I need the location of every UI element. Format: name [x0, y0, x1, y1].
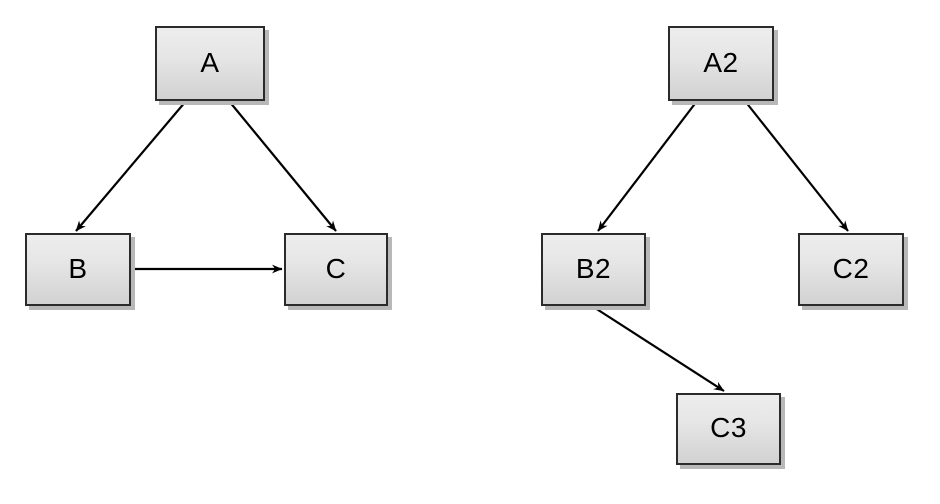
node-label: A2	[703, 46, 739, 78]
node-c[interactable]: C	[284, 233, 388, 306]
node-label: C3	[710, 412, 747, 443]
node-label: A	[200, 46, 220, 78]
node-b[interactable]: B	[25, 233, 131, 306]
node-label: C	[325, 252, 347, 284]
node-a[interactable]: A	[155, 26, 265, 101]
edge-a2-to-b2	[597, 100, 698, 232]
edge-b2-to-c3	[591, 305, 725, 392]
edge-a-to-b	[75, 100, 187, 232]
edge-a-to-c	[228, 100, 337, 232]
edge-group	[75, 100, 849, 392]
node-label: B	[68, 252, 88, 284]
node-c3[interactable]: C3	[676, 393, 781, 465]
node-a2[interactable]: A2	[668, 26, 774, 101]
node-label: B2	[575, 252, 612, 284]
node-b2[interactable]: B2	[541, 233, 646, 306]
node-c2[interactable]: C2	[798, 233, 904, 306]
node-label: C2	[832, 252, 870, 284]
edge-a2-to-c2	[744, 100, 849, 232]
